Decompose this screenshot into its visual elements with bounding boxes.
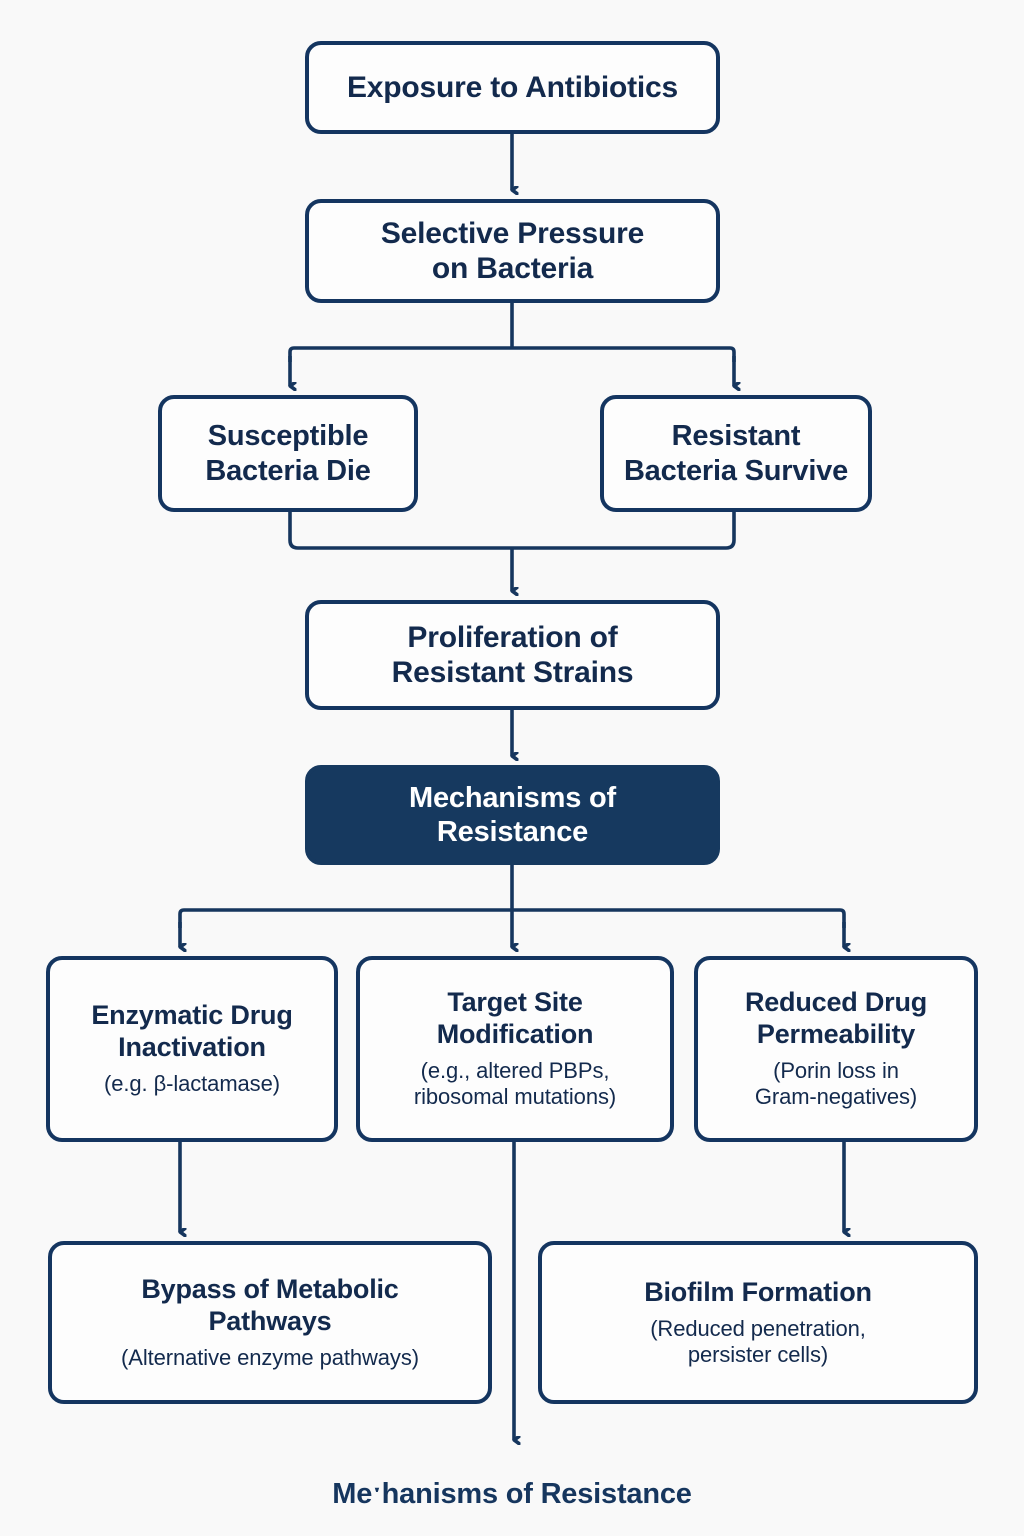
node-title: Target Site Modification [437,987,594,1051]
node-title-line2: Permeability [756,1019,916,1050]
node-title: Mechanisms of Resistance [409,781,616,849]
node-subtitle: (e.g., altered PBPs, ribosomal mutations… [414,1058,616,1111]
node-title: Enzymatic Drug Inactivation [91,1000,292,1064]
connector-split-bus [288,346,736,362]
node-title-line2: Inactivation [118,1032,266,1063]
node-title-line1: Mechanisms of [409,781,616,814]
node-subtitle: (e.g. β-lactamase) [104,1071,280,1097]
node-title: Exposure to Antibiotics [347,70,678,104]
node-mechanisms-of-resistance[interactable]: Mechanisms of Resistance [305,765,720,865]
node-subtitle: (Reduced penetration, persister cells) [650,1316,866,1369]
node-subtitle: (Porin loss in Gram-negatives) [755,1058,917,1111]
node-proliferation-of-resistant-strains[interactable]: Proliferation of Resistant Strains [305,600,720,710]
node-title: Selective Pressure on Bacteria [381,216,644,287]
node-target-site-modification[interactable]: Target Site Modification (e.g., altered … [356,956,674,1142]
node-title-line1: Enzymatic Drug [91,1000,293,1031]
node-exposure-to-antibiotics[interactable]: Exposure to Antibiotics [305,41,720,134]
node-title-line1: Susceptible [207,420,369,453]
node-subtitle-line2: Gram-negatives) [754,1084,918,1110]
node-selective-pressure[interactable]: Selective Pressure on Bacteria [305,199,720,303]
node-title-line2: Modification [436,1019,594,1050]
node-title: Resistant Bacteria Survive [624,419,848,487]
node-subtitle: (Alternative enzyme pathways) [121,1344,419,1370]
node-title-line2: Resistance [436,816,589,848]
node-title: Bypass of Metabolic Pathways [141,1274,398,1338]
connector-three-way-bus [178,908,846,928]
node-subtitle-line2: ribosomal mutations) [413,1084,617,1110]
node-title-line2: Bacteria Survive [623,454,849,487]
node-title: Biofilm Formation [644,1276,872,1307]
node-title-line1: Target Site [447,987,583,1018]
diagram-caption: Meˑhanisms of Resistance [332,1478,692,1510]
node-title-line1: Selective Pressure [380,216,645,250]
node-subtitle-line2: persister cells) [687,1341,829,1367]
node-title-line2: Pathways [208,1305,332,1336]
node-title-line1: Reduced Drug [744,987,928,1018]
node-title-line2: Resistant Strains [391,656,634,689]
node-bypass-of-metabolic-pathways[interactable]: Bypass of Metabolic Pathways (Alternativ… [48,1241,492,1404]
node-title: Proliferation of Resistant Strains [392,620,634,691]
node-title-line1: Resistant [671,420,801,453]
node-enzymatic-drug-inactivation[interactable]: Enzymatic Drug Inactivation (e.g. β-lact… [46,956,338,1142]
connector-susceptible-down [288,512,736,550]
node-subtitle-line1: (e.g., altered PBPs, [420,1057,610,1083]
node-biofilm-formation[interactable]: Biofilm Formation (Reduced penetration, … [538,1241,978,1404]
node-subtitle-line1: (Reduced penetration, [650,1315,866,1341]
node-title-line2: on Bacteria [431,252,594,285]
node-title: Susceptible Bacteria Die [205,419,370,487]
node-title: Reduced Drug Permeability [745,987,927,1051]
node-title-line1: Proliferation of [407,620,618,654]
node-susceptible-bacteria-die[interactable]: Susceptible Bacteria Die [158,395,418,512]
node-title-line1: Bypass of Metabolic [141,1273,399,1304]
node-resistant-bacteria-survive[interactable]: Resistant Bacteria Survive [600,395,872,512]
node-reduced-drug-permeability[interactable]: Reduced Drug Permeability (Porin loss in… [694,956,978,1142]
node-subtitle-line1: (Porin loss in [773,1057,899,1083]
node-title-line2: Bacteria Die [205,454,371,487]
